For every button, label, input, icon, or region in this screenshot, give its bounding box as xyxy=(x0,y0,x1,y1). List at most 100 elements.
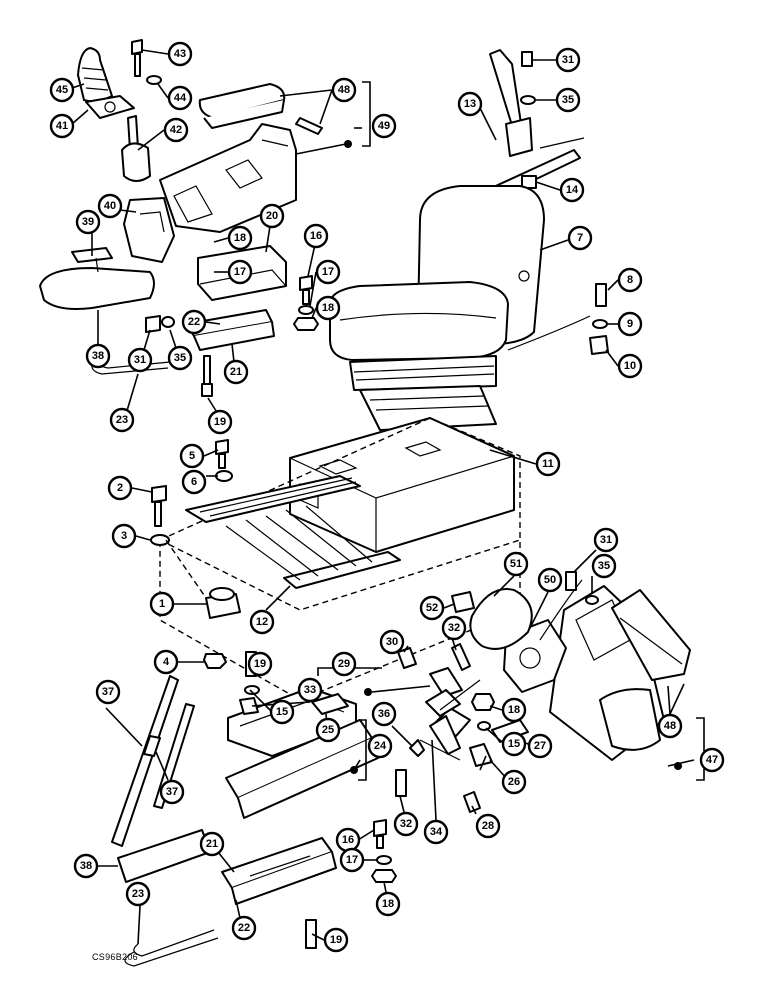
callout-44: 43 xyxy=(167,41,193,67)
callout-17: 17 xyxy=(227,259,253,285)
callout-52: 52 xyxy=(419,595,445,621)
switch-components-drawing xyxy=(225,643,529,819)
svg-text:1: 1 xyxy=(159,598,165,610)
callout-37: 37 xyxy=(159,779,185,805)
callout-18: 18 xyxy=(375,891,401,917)
callout-39: 38 xyxy=(85,343,111,369)
lower-parts-drawing xyxy=(111,675,397,967)
callout-23: 23 xyxy=(125,881,151,907)
callout-31: 31 xyxy=(127,347,153,373)
svg-text:45: 45 xyxy=(56,84,68,96)
operator-seat-drawing xyxy=(329,185,609,431)
callouts: 45 41 43 44 42 48 49 31 35 13 14 7 8 9 1… xyxy=(49,41,725,953)
svg-text:24: 24 xyxy=(374,740,387,752)
svg-text:34: 34 xyxy=(430,826,443,838)
assembly-dot xyxy=(350,766,358,774)
callout-24: 24 xyxy=(367,733,393,759)
callout-3: 3 xyxy=(111,523,137,549)
callout-34: 34 xyxy=(423,819,449,845)
assembly-dot xyxy=(674,762,682,770)
svg-text:50: 50 xyxy=(544,574,556,586)
svg-text:3: 3 xyxy=(121,530,127,542)
callout-43: 42 xyxy=(163,117,189,143)
svg-text:40: 40 xyxy=(104,200,116,212)
callout-48: 48 xyxy=(331,77,357,103)
callout-16: 16 xyxy=(303,223,329,249)
svg-text:49: 49 xyxy=(378,120,390,132)
callout-17: 17 xyxy=(339,847,365,873)
callout-48: 48 xyxy=(657,713,683,739)
callout-36: 37 xyxy=(95,679,121,705)
svg-text:27: 27 xyxy=(534,740,546,752)
svg-text:32: 32 xyxy=(400,818,412,830)
callout-13: 13 xyxy=(457,91,483,117)
callout-15: 15 xyxy=(501,731,527,757)
callout-41: 40 xyxy=(97,193,123,219)
svg-text:31: 31 xyxy=(600,534,612,546)
callout-50: 50 xyxy=(537,567,563,593)
svg-text:19: 19 xyxy=(254,658,266,670)
side-console-drawing xyxy=(451,571,691,761)
callout-31: 32 xyxy=(393,811,419,837)
callout-51: 51 xyxy=(503,551,529,577)
svg-text:16: 16 xyxy=(342,834,354,846)
svg-text:13: 13 xyxy=(464,98,476,110)
callout-6: 6 xyxy=(181,469,207,495)
callout-29: 29 xyxy=(331,651,357,677)
callout-9: 9 xyxy=(617,311,643,337)
svg-text:28: 28 xyxy=(482,820,494,832)
callout-38: 38 xyxy=(73,853,99,879)
svg-text:17: 17 xyxy=(322,266,334,278)
svg-text:11: 11 xyxy=(542,458,554,470)
svg-text:36: 36 xyxy=(378,708,390,720)
svg-text:22: 22 xyxy=(238,922,250,934)
svg-text:38: 38 xyxy=(80,860,92,872)
svg-text:18: 18 xyxy=(382,898,394,910)
svg-text:26: 26 xyxy=(508,776,520,788)
svg-text:21: 21 xyxy=(206,838,218,850)
callout-27: 27 xyxy=(527,733,553,759)
svg-text:35: 35 xyxy=(174,352,186,364)
svg-text:43: 43 xyxy=(174,48,186,60)
leader-lines xyxy=(71,49,705,945)
callout-19: 19 xyxy=(247,651,273,677)
svg-text:44: 44 xyxy=(174,92,187,104)
svg-text:18: 18 xyxy=(234,232,246,244)
callout-8: 8 xyxy=(617,267,643,293)
svg-text:30: 30 xyxy=(386,636,398,648)
svg-text:18: 18 xyxy=(508,704,520,716)
callout-28: 28 xyxy=(475,813,501,839)
svg-text:15: 15 xyxy=(276,706,288,718)
svg-text:47: 47 xyxy=(706,754,718,766)
svg-text:20: 20 xyxy=(266,210,278,222)
svg-text:29: 29 xyxy=(338,658,350,670)
svg-text:41: 41 xyxy=(56,120,68,132)
callout-7: 7 xyxy=(567,225,593,251)
callout-35: 35 xyxy=(167,345,193,371)
svg-text:8: 8 xyxy=(627,274,633,286)
svg-text:5: 5 xyxy=(189,450,195,462)
svg-text:51: 51 xyxy=(510,558,522,570)
svg-text:23: 23 xyxy=(132,888,144,900)
callout-40: 39 xyxy=(75,209,101,235)
callout-25: 25 xyxy=(315,717,341,743)
svg-text:16: 16 xyxy=(310,230,322,242)
callout-26: 26 xyxy=(501,769,527,795)
svg-text:22: 22 xyxy=(188,316,200,328)
svg-text:21: 21 xyxy=(230,366,242,378)
svg-text:48: 48 xyxy=(664,720,676,732)
callout-11: 11 xyxy=(535,451,561,477)
callout-46: 45 xyxy=(49,77,75,103)
callout-31: 31 xyxy=(593,527,619,553)
callout-1: 1 xyxy=(149,591,175,617)
callout-19: 19 xyxy=(207,409,233,435)
svg-text:19: 19 xyxy=(330,934,342,946)
callout-18: 18 xyxy=(501,697,527,723)
svg-text:39: 39 xyxy=(82,216,94,228)
callout-47: 47 xyxy=(699,747,725,773)
svg-text:19: 19 xyxy=(214,416,226,428)
callout-16: 16 xyxy=(335,827,361,853)
callout-35: 36 xyxy=(371,701,397,727)
callout-18: 18 xyxy=(227,225,253,251)
callout-18: 18 xyxy=(315,295,341,321)
